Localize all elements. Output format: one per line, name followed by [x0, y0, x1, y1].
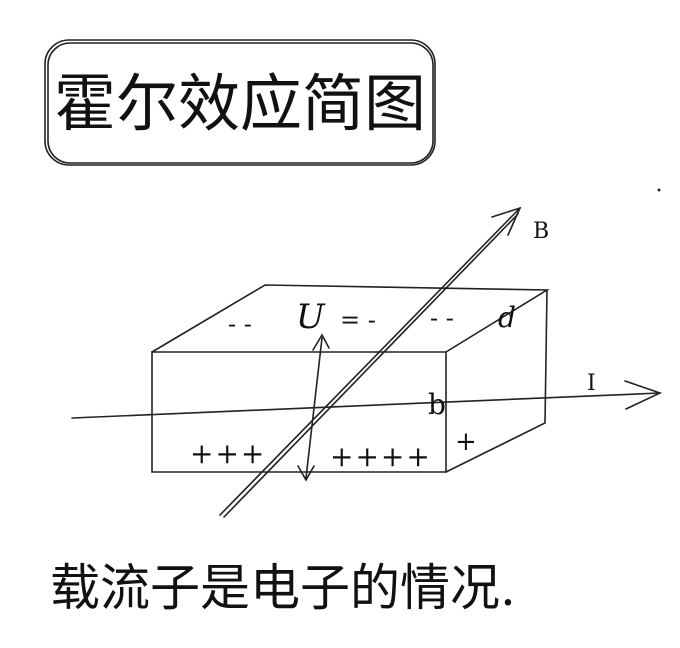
magnetic-field-arrow [219, 206, 522, 518]
negative-charges-right: - - [430, 304, 454, 332]
conductor-slab [151, 284, 550, 473]
voltage-arrow [297, 333, 330, 482]
negative-charges-left: - - [228, 310, 252, 338]
diagram-title: 霍尔效应简图 [54, 67, 426, 140]
label-current: I [587, 371, 596, 396]
stray-dot [657, 188, 661, 192]
positive-charge-side: + [455, 427, 477, 457]
label-voltage: U [296, 297, 326, 337]
title-frame: 霍尔效应简图 [44, 39, 436, 166]
positive-charges-right: ++++ [330, 440, 432, 473]
negative-charges-mid: = - [340, 306, 376, 334]
label-width: b [428, 388, 446, 421]
positive-charges-left: +++ [190, 437, 266, 470]
label-b-field: B [533, 219, 549, 244]
current-arrow [71, 380, 663, 419]
diagram-caption: 载流子是电子的情况. [50, 559, 516, 617]
label-thickness: d [498, 301, 516, 334]
